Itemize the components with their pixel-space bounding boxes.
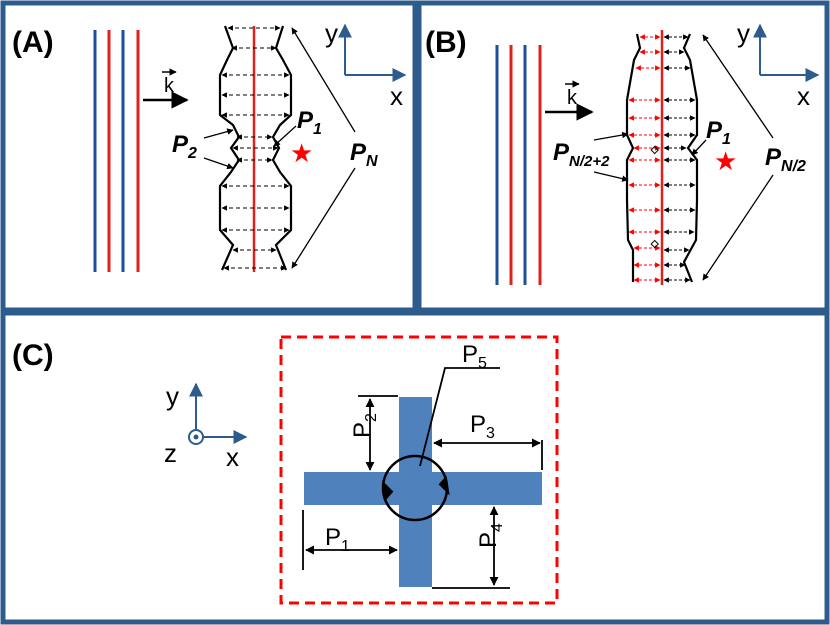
- panel-b-wavefronts: [493, 45, 544, 285]
- panel-b-axis-x: x: [797, 81, 810, 111]
- panel-c-axis-y: y: [166, 381, 179, 411]
- panel-b-node-diamonds: [650, 145, 659, 249]
- param-p3-label: P3: [470, 411, 495, 442]
- param-p4-label: P4: [475, 523, 506, 548]
- param-p2-label: P2: [349, 413, 380, 438]
- panel-c: (C) y x z P1: [12, 335, 559, 605]
- panel-a-dashed-arrows: [221, 25, 290, 271]
- panel-c-axes: y x z: [164, 381, 248, 472]
- panel-b-axis-y: y: [737, 18, 750, 48]
- panel-b-pn-label: PN/2: [765, 144, 806, 175]
- panel-c-frame: [0, 310, 830, 625]
- panel-a-frame: [0, 0, 418, 313]
- panel-b-pn2-label: PN/2+2: [553, 139, 610, 170]
- cross-resonator: [304, 397, 542, 587]
- panel-a: (A) k: [12, 18, 407, 272]
- panel-c-axis-z: z: [164, 438, 177, 468]
- panel-a-p1-label: P1: [297, 107, 322, 138]
- panel-a-axes: y x: [325, 18, 407, 111]
- panel-a-star-icon: ★: [290, 138, 313, 168]
- panel-a-axis-y: y: [325, 18, 338, 48]
- panel-b-star-icon: ★: [714, 146, 737, 176]
- panel-b-axes: y x: [737, 18, 820, 111]
- panel-c-label: (C): [12, 339, 54, 372]
- panel-b-p1-label: P1: [706, 117, 731, 148]
- panel-b-dashed-arrows-red: [628, 34, 661, 283]
- param-p1-label: P1: [325, 524, 350, 555]
- panel-a-k-label: k: [164, 75, 175, 97]
- panel-a-wavefronts: [91, 30, 142, 272]
- panel-a-axis-x: x: [390, 81, 403, 111]
- panel-a-pn-label: PN: [350, 139, 378, 170]
- dimension-lines: [302, 367, 543, 589]
- panel-a-label: (A): [12, 26, 54, 59]
- unit-cell-dashed-box: [279, 335, 559, 605]
- panel-c-axis-x: x: [226, 442, 239, 472]
- panel-b-frame: [416, 0, 830, 313]
- panel-a-p2-label: P2: [172, 131, 197, 162]
- panel-b-k-label: k: [567, 87, 578, 109]
- panel-b: (B) k: [425, 18, 820, 285]
- param-p5-label: P5: [462, 341, 487, 372]
- panel-b-metasurface: [625, 33, 699, 283]
- panel-b-label: (B): [425, 26, 467, 59]
- panel-b-dashed-arrows-black: [663, 34, 696, 283]
